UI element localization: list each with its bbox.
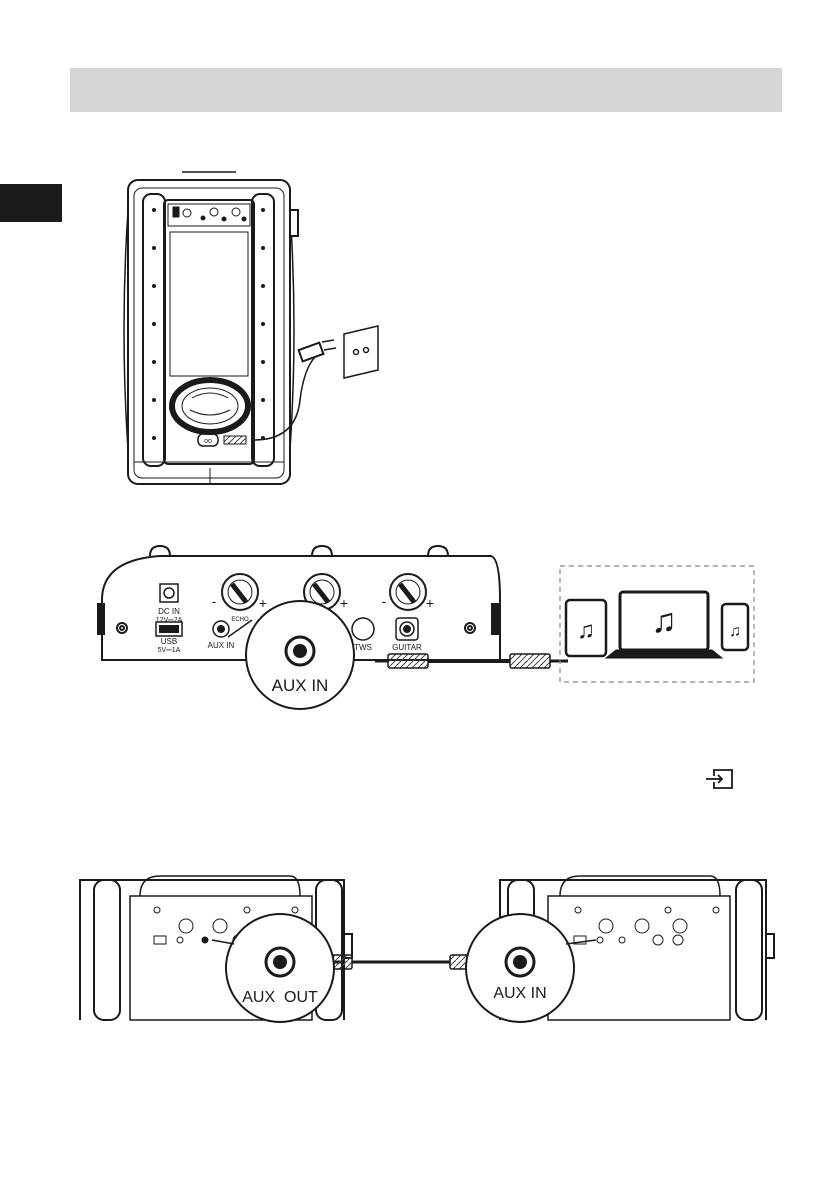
wall-socket-icon	[344, 326, 378, 378]
power-plug-icon	[299, 343, 324, 362]
aux-in-zoom-label: AUX IN	[272, 676, 329, 695]
echo-knob	[222, 574, 258, 610]
input-source-icon	[706, 770, 732, 788]
aux-in-panel-label: AUX IN	[208, 641, 235, 650]
svg-text:oo: oo	[204, 438, 212, 445]
speaker-front-illustration: oo	[124, 172, 336, 484]
music-note-icon: ♫	[651, 602, 677, 640]
echo-plus: +	[259, 595, 267, 611]
dc-in-label: DC IN	[158, 607, 180, 616]
usb-label: USB	[161, 637, 177, 646]
mid-plus: +	[340, 595, 348, 611]
tws-label: TWS	[354, 643, 372, 652]
music-note-icon: ♫	[577, 617, 595, 644]
aux-in-zoom-right-label: AUX IN	[493, 985, 546, 1002]
echo-label: ECHO	[231, 617, 249, 623]
dc-in-rating: 12V⎓2A	[156, 617, 183, 624]
right-knob	[390, 574, 426, 610]
aux-cable	[375, 654, 568, 668]
right-minus: -	[382, 593, 387, 609]
music-note-icon: ♫	[729, 623, 741, 640]
echo-minus: -	[212, 593, 217, 609]
audio-devices-group: ♫ ♫ ♫	[560, 566, 754, 682]
aux-out-zoom-label: AUX OUT	[242, 989, 318, 1006]
usb-rating: 5V⎓1A	[158, 647, 181, 654]
guitar-label: GUITAR	[392, 643, 422, 652]
aux-in-zoom-right	[466, 914, 574, 1022]
right-plus: +	[426, 595, 434, 611]
